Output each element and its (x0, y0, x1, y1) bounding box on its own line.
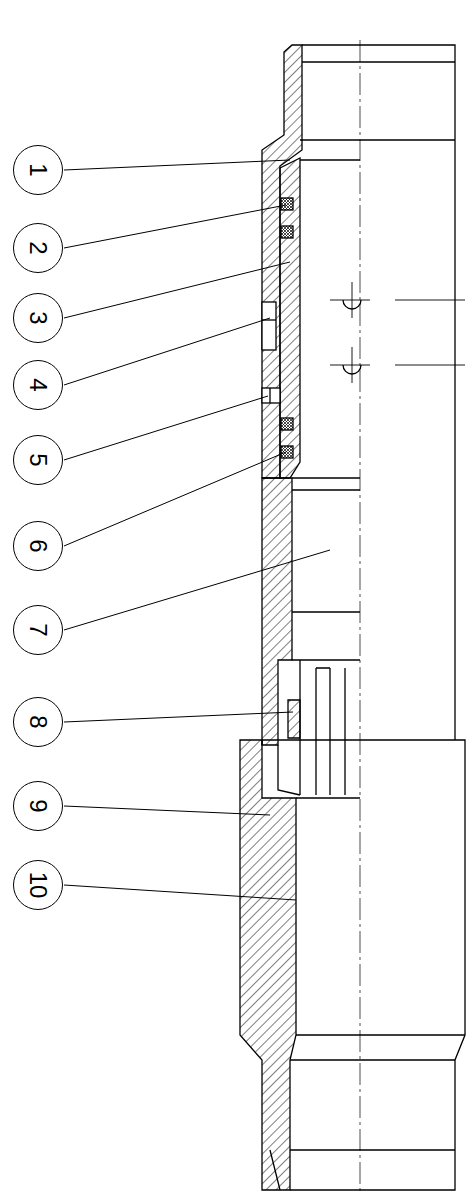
callout-number: 3 (26, 311, 50, 324)
callout-number: 1 (26, 163, 50, 176)
callout-circle: 3 (13, 293, 63, 343)
callout-circle: 1 (13, 145, 63, 195)
callout-circle: 8 (13, 697, 63, 747)
callout-number: 8 (26, 715, 50, 728)
callout-circle: 5 (13, 435, 63, 485)
callout-number: 7 (26, 623, 50, 636)
leader-lines (64, 160, 330, 900)
callout-number: 9 (26, 799, 50, 812)
centre-line (360, 40, 361, 1195)
tool-outline (240, 45, 465, 1190)
callout-circle: 6 (13, 521, 63, 571)
callout-circle: 4 (13, 360, 63, 410)
callout-circle: 9 (13, 781, 63, 831)
callout-number: 5 (26, 453, 50, 466)
callout-number: 6 (26, 539, 50, 552)
callout-number: 10 (26, 872, 50, 899)
callout-number: 4 (26, 378, 50, 391)
callout-circle: 7 (13, 605, 63, 655)
callout-circle: 10 (13, 860, 63, 910)
callout-circle: 2 (13, 223, 63, 273)
callout-number: 2 (26, 241, 50, 254)
